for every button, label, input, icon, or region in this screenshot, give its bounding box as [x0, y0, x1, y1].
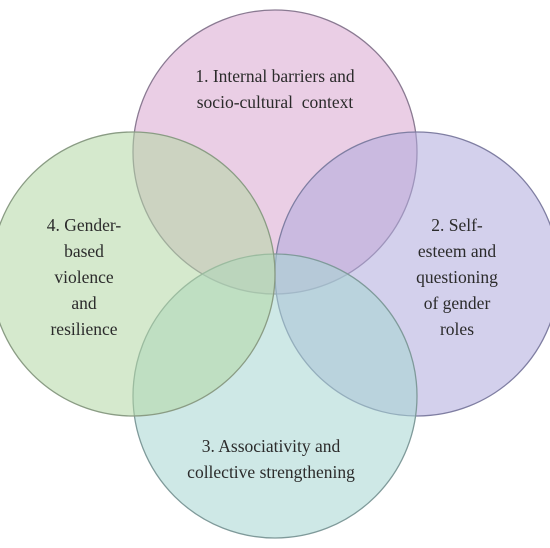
label-4-line: 4. Gender-: [47, 215, 122, 235]
label-4-line: based: [64, 241, 104, 261]
label-3-line: collective strengthening: [187, 462, 355, 482]
label-2-line: roles: [440, 319, 474, 339]
label-4-line: resilience: [50, 319, 117, 339]
label-3: 3. Associativity and collective strengthe…: [187, 436, 355, 482]
label-3-line: 3. Associativity and: [202, 436, 341, 456]
label-2-line: esteem and: [418, 241, 496, 261]
circle-4: [0, 131, 276, 417]
labels-layer: 1. Internal barriers and socio-cultural c…: [47, 66, 498, 482]
label-2: 2. Self-esteem and questioning of gender ro…: [416, 215, 498, 339]
circles-layer: [0, 9, 550, 539]
label-4-line: and: [71, 293, 97, 313]
label-2-line: 2. Self-: [431, 215, 483, 235]
label-4-line: violence: [54, 267, 114, 287]
label-4: 4. Gender-based violence and resilience: [47, 215, 122, 339]
label-2-line: of gender: [424, 293, 491, 313]
label-1-line: 1. Internal barriers and: [195, 66, 355, 86]
label-1-line: socio-cultural context: [197, 92, 354, 112]
label-1: 1. Internal barriers and socio-cultural c…: [195, 66, 355, 112]
label-2-line: questioning: [416, 267, 498, 287]
